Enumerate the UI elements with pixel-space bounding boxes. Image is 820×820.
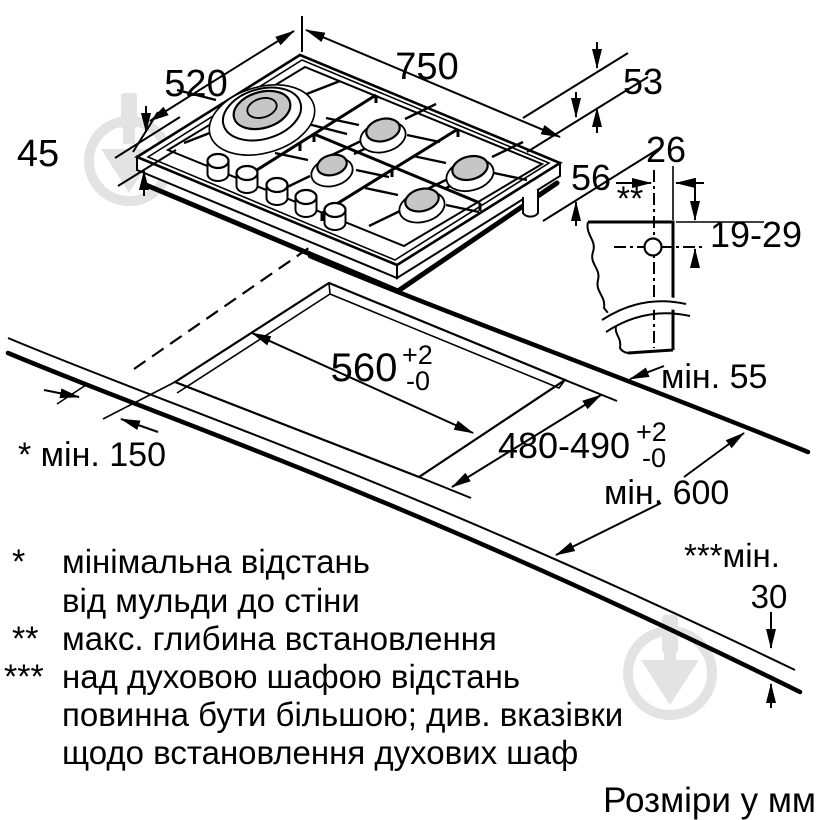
footnote-line: макс. глибина встановлення bbox=[62, 620, 497, 657]
footnote-line: щодо встановлення духових шаф bbox=[62, 734, 578, 771]
gas-connection-detail bbox=[586, 166, 764, 355]
dim-gas-range-label: 19-29 bbox=[710, 214, 802, 255]
dim-depth-label: 520 bbox=[164, 63, 227, 105]
footnote-line: повинна бути більшою; див. вказівки bbox=[62, 696, 623, 733]
footnotes: * мінімальна відстань від мульди до стін… bbox=[4, 543, 623, 771]
control-knobs bbox=[206, 152, 347, 231]
cutout-depth-tol-plus: +2 bbox=[636, 417, 667, 447]
cutout-width-tol-plus: +2 bbox=[402, 340, 433, 370]
cutout-depth-tol-minus: -0 bbox=[642, 443, 666, 473]
gas-inlet-hole bbox=[643, 237, 663, 257]
footnote-line: над духовою шафою відстань bbox=[62, 658, 520, 695]
dim-width-label: 750 bbox=[395, 46, 458, 88]
footnote-line: від мульди до стіни bbox=[62, 582, 360, 619]
cutout-width-tol-minus: -0 bbox=[406, 366, 430, 396]
units-note: Розміри у мм bbox=[603, 781, 816, 820]
footnote-line: мінімальна відстань bbox=[62, 543, 370, 580]
footnote-marker-1: * bbox=[12, 543, 25, 581]
gas-pipe bbox=[522, 189, 539, 218]
min-wall-side-label: * мін. 150 bbox=[18, 436, 166, 474]
dim-cutout-depth-label: 480-490 bbox=[498, 425, 630, 466]
dim-gas-offset-label: 26 bbox=[646, 129, 686, 170]
min-oven-label: ***мін. bbox=[684, 537, 780, 574]
dim-cutout-width-label: 560 bbox=[331, 346, 398, 390]
footnote-marker-3: *** bbox=[4, 658, 44, 696]
dim-install-depth-label: 56 bbox=[571, 157, 611, 198]
dimension-lines bbox=[43, 16, 776, 708]
footnote-marker-2: ** bbox=[12, 620, 38, 658]
min-back-label: мін. 55 bbox=[661, 358, 767, 396]
burner-small-group bbox=[310, 117, 495, 224]
min-oven-value: 30 bbox=[751, 578, 788, 615]
dim-gas-depth-marker: ** bbox=[617, 180, 643, 218]
dim-height-label: 45 bbox=[17, 133, 59, 175]
min-clearance-below-label: мін. 600 bbox=[604, 474, 729, 512]
dim-edge-height-label: 53 bbox=[623, 61, 663, 102]
